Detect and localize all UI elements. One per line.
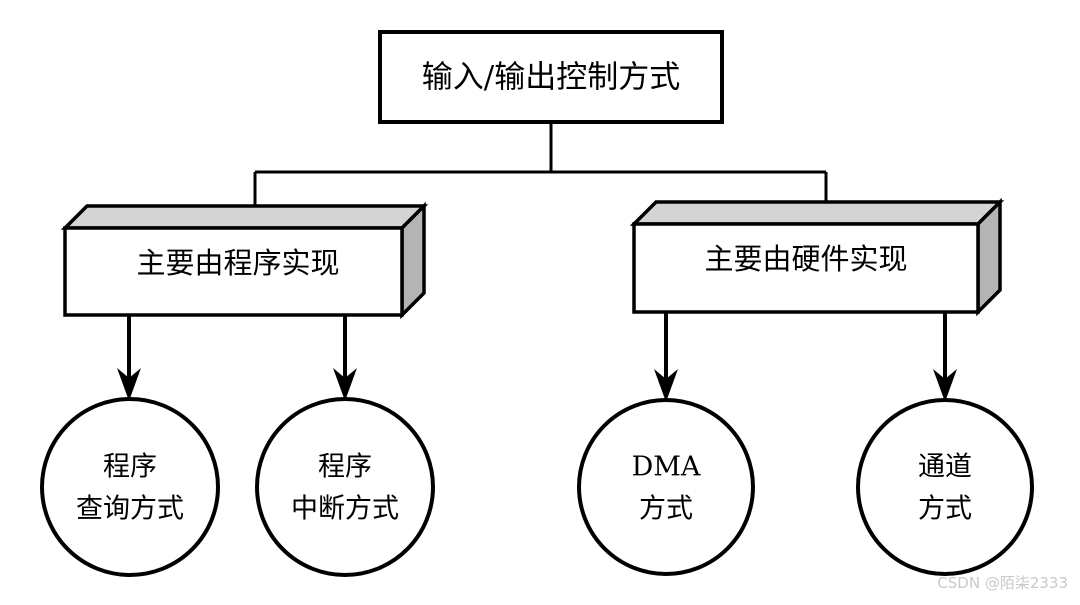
connector-group	[253, 122, 828, 209]
program-query-label-line2: 查询方式	[76, 494, 184, 525]
node-software-branch[interactable]: 主要由程序实现	[60, 201, 429, 320]
arrow-to-program-interrupt	[333, 315, 357, 401]
hardware-branch-top-face	[629, 200, 1005, 226]
node-program-interrupt[interactable]: 程序 中断方式	[255, 397, 435, 577]
hardware-branch-front-face	[632, 222, 980, 314]
watermark: CSDN @陌柒2333	[937, 574, 1068, 592]
channel-circle	[856, 398, 1034, 576]
hardware-branch-label: 主要由硬件实现	[704, 242, 907, 276]
arrow-head-icon	[333, 368, 357, 401]
root-box	[378, 30, 724, 124]
program-interrupt-label-line1: 程序	[318, 452, 372, 483]
software-branch-front-face	[63, 226, 404, 317]
node-program-query[interactable]: 程序 查询方式	[40, 397, 220, 577]
node-hardware-branch[interactable]: 主要由硬件实现	[629, 197, 1005, 317]
program-query-label-line1: 程序	[103, 452, 157, 483]
arrow-to-dma	[654, 312, 678, 402]
node-channel[interactable]: 通道 方式	[856, 398, 1034, 576]
program-interrupt-label-line2: 中断方式	[291, 494, 399, 525]
channel-label-line1: 通道	[918, 452, 972, 483]
dma-label-line1: DMA	[632, 452, 701, 483]
program-query-circle	[40, 397, 220, 577]
arrow-group	[117, 312, 957, 402]
program-interrupt-circle	[255, 397, 435, 577]
arrow-head-icon	[654, 369, 678, 402]
software-branch-top-face	[60, 204, 429, 230]
dma-circle	[577, 398, 755, 576]
hardware-branch-side-face	[976, 197, 1002, 317]
software-branch-label: 主要由程序实现	[136, 246, 339, 280]
arrow-to-program-query	[117, 315, 141, 401]
node-root[interactable]: 输入/输出控制方式	[378, 30, 724, 124]
dma-label-line2: 方式	[639, 494, 693, 525]
software-branch-side-face	[400, 201, 426, 320]
arrow-head-icon	[933, 369, 957, 402]
arrow-to-channel	[933, 312, 957, 402]
node-dma[interactable]: DMA 方式	[577, 398, 755, 576]
root-label: 输入/输出控制方式	[422, 60, 680, 96]
arrow-head-icon	[117, 368, 141, 401]
channel-label-line2: 方式	[918, 494, 972, 525]
